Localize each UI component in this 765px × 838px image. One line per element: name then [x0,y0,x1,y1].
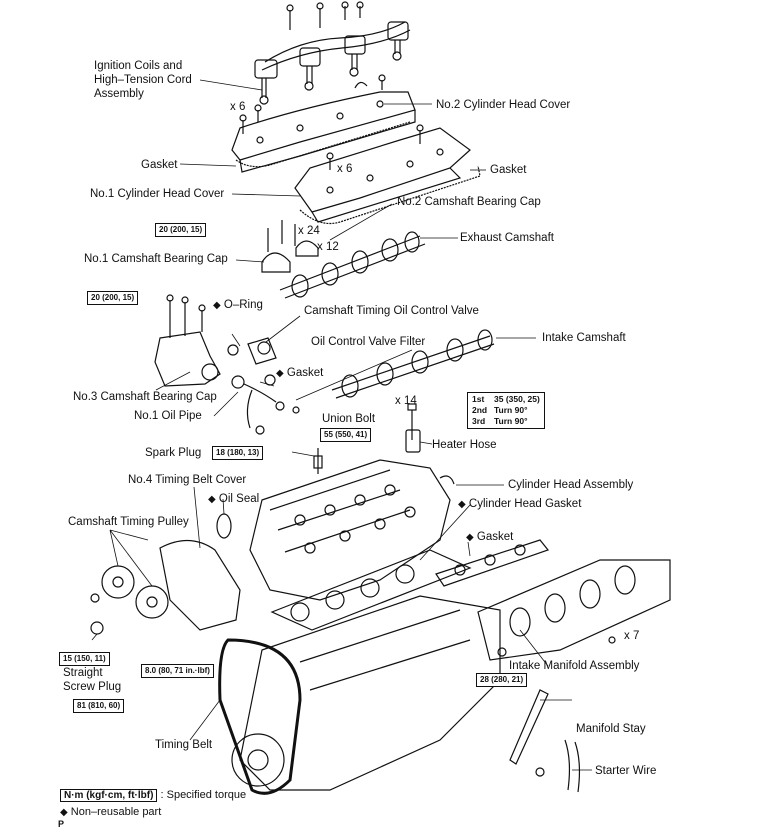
heater-hose-drawing [405,429,421,453]
oil-seal-text: Oil Seal [218,493,260,505]
timing-belt-drawing [218,638,302,795]
starter-wire-label: Starter Wire [595,765,657,777]
gasket-ocv-text: Gasket [286,367,324,379]
camshaft-timing-pulley-label: Camshaft Timing Pulley [68,516,189,528]
ignition-coils-label: Ignition Coils and High–Tension Cord Ass… [94,59,192,101]
union-bolt-label: Union Bolt [322,413,376,425]
intake-manifold-assembly-label: Intake Manifold Assembly [509,660,640,672]
cylinder-head-gasket-label: ◆ Cylinder Head Gasket [458,497,581,512]
legend-torque-text: : Specified torque [160,789,247,801]
torque-box-55: 55 (550, 41) [320,428,372,442]
manifold-stay-label: Manifold Stay [576,723,646,735]
o-ring-label: ◆ O–Ring [213,298,263,313]
no1-cylinder-head-cover-label: No.1 Cylinder Head Cover [90,188,225,200]
no1-camshaft-bearing-cap-label: No.1 Camshaft Bearing Cap [84,253,228,265]
non-reusable-mark: ◆ [213,300,221,311]
legend-non-reusable-text: Non–reusable part [70,806,162,818]
manifold-stay-drawing [509,689,549,765]
o-ring-drawing [227,344,239,356]
legend-diamond-icon: ◆ [60,807,68,818]
qty-x6-b: x 6 [337,163,353,175]
intake-manifold-drawing [477,559,671,661]
spark-plug-drawing [313,448,323,474]
no4-timing-belt-cover-label: No.4 Timing Belt Cover [128,474,247,486]
gasket-no1-drawing [299,165,481,225]
torque-box-20-b: 20 (200, 15) [87,291,139,305]
ignition-coils-label-line1: Ignition Coils and [94,60,183,72]
cylinder-head-drawing [249,459,455,601]
torque-box-20-a: 20 (200, 15) [155,223,207,237]
no3-camshaft-bearing-cap-label: No.3 Camshaft Bearing Cap [73,391,217,403]
starter-wire-drawing [564,739,581,793]
torque-box-15: 15 (150, 11) [59,652,110,666]
no2-cylinder-head-cover-label: No.2 Cylinder Head Cover [436,99,571,111]
no1-head-cover-drawing [294,124,471,223]
qty-x6-a: x 6 [230,101,246,113]
ocv-drawing [247,337,277,365]
torque-box-81: 81 (810, 60) [73,699,125,713]
engine-block-drawing [231,595,501,791]
corner-mark: P [58,819,65,829]
qty-x24: x 24 [298,225,320,237]
ocv-filter-label: Oil Control Valve Filter [311,336,426,348]
non-reusable-mark: ◆ [458,499,466,510]
no2-bearing-cap-drawing [295,240,319,257]
gasket-right-label: Gasket [490,164,527,176]
qty-x14: x 14 [395,395,417,407]
straight-screw-plug-line2: Screw Plug [63,681,122,693]
torque-box-18: 18 (180, 13) [212,446,264,460]
no2-camshaft-bearing-cap-label: No.2 Camshaft Bearing Cap [397,196,541,208]
no3-bearing-cap-drawing [154,294,221,387]
torque-box-8: 8.0 (80, 71 in.·lbf) [141,664,214,678]
non-reusable-mark: ◆ [466,532,474,543]
straight-screw-plug-line1: Straight [63,667,103,679]
legend-non-reusable: ◆ Non–reusable part [60,806,161,819]
gasket-ocv-label: ◆ Gasket [276,366,323,381]
ignition-coils-label-line2: High–Tension Cord [94,74,192,86]
heater-hose-label: Heater Hose [432,439,497,451]
timing-cover-drawing [159,539,241,631]
intake-camshaft-drawing [331,329,495,399]
gasket-intake-label: ◆ Gasket [466,530,513,545]
qty-x7: x 7 [624,630,640,642]
cylinder-head-assembly-label: Cylinder Head Assembly [508,479,634,491]
gasket-intake-text: Gasket [476,531,514,543]
head-gasket-drawing [270,549,472,631]
no1-bearing-cap-drawing [261,252,291,273]
oil-seal-drawing [216,513,232,539]
torque-box-28: 28 (280, 21) [476,673,528,687]
intake-gasket-drawing [435,539,549,587]
qty-x12: x 12 [317,241,339,253]
spark-plug-label: Spark Plug [145,447,202,459]
non-reusable-mark: ◆ [276,368,284,379]
legend-torque: N·m (kgf·cm, ft·lbf) : Specified torque [60,789,246,802]
intake-camshaft-label: Intake Camshaft [542,332,626,344]
camshaft-pulleys-drawing [90,565,169,635]
no1-oil-pipe-label: No.1 Oil Pipe [134,410,202,422]
cylinder-head-gasket-text: Cylinder Head Gasket [468,498,582,510]
exhaust-camshaft-label: Exhaust Camshaft [460,232,554,244]
camshaft-timing-ocv-label: Camshaft Timing Oil Control Valve [304,305,479,317]
gasket-left-label: Gasket [141,159,178,171]
timing-belt-label: Timing Belt [155,739,213,751]
ignition-coil-assembly-drawing [254,1,411,105]
gasket-no2-drawing [235,121,411,168]
ignition-coils-label-line3: Assembly [94,88,144,100]
legend-torque-box: N·m (kgf·cm, ft·lbf) [60,789,158,802]
oil-seal-label: ◆ Oil Seal [208,492,259,507]
straight-screw-plug-label: Straight Screw Plug [63,666,121,694]
non-reusable-mark: ◆ [208,494,216,505]
exhaust-camshaft-drawing [279,231,426,299]
o-ring-text: O–Ring [223,299,263,311]
